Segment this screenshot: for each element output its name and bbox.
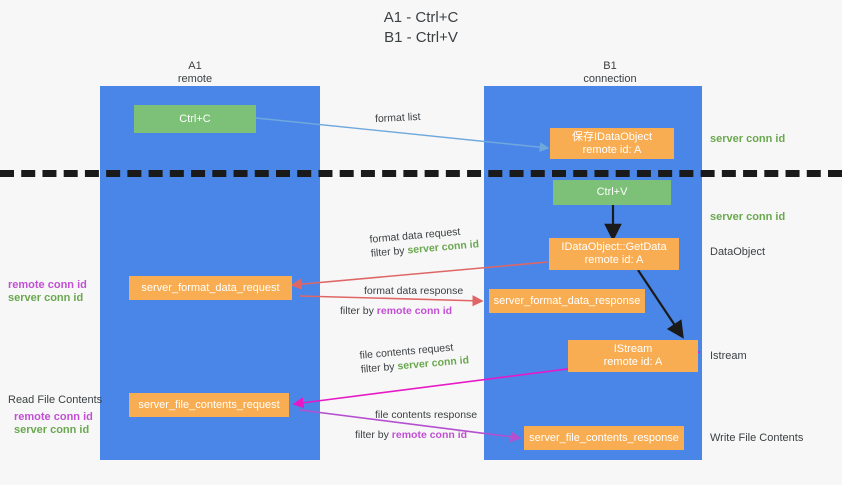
diagram-title: A1 - Ctrl+C B1 - Ctrl+V xyxy=(383,9,459,46)
edge-tag-remote-conn-id-4: remote conn id xyxy=(391,429,468,441)
box-ctrl-c[interactable]: Ctrl+C xyxy=(134,105,256,133)
label-left-format-server-conn-id: server conn id xyxy=(8,292,84,304)
edge-label-filter-prefix-3: filter by xyxy=(360,360,398,376)
edge-label-file-contents-response-line1: file contents response xyxy=(375,409,478,421)
edge-label-filter-prefix-2: filter by xyxy=(340,305,377,317)
label-server-conn-id-mid: server conn id xyxy=(710,211,786,223)
label-read-file-contents: Read File Contents xyxy=(8,394,103,406)
edge-label-format-data-response-line2: filter by remote conn id xyxy=(340,304,463,318)
arrow-getdata-to-istream xyxy=(637,269,684,339)
box-istream[interactable]: IStream remote id: A xyxy=(568,340,698,372)
arrow-file-contents-response xyxy=(299,409,522,443)
column-header-b1: B1 connection xyxy=(583,60,637,85)
arrow-format-data-response xyxy=(299,295,484,307)
box-server-file-contents-request[interactable]: server_file_contents_request xyxy=(129,393,289,417)
edge-label-filter-prefix-4: filter by xyxy=(355,429,392,441)
label-left-file-remote-conn-id: remote conn id xyxy=(14,411,93,423)
edge-tag-remote-conn-id-2: remote conn id xyxy=(376,305,453,317)
edge-label-filter-prefix-1: filter by xyxy=(370,244,408,260)
label-write-file-contents: Write File Contents xyxy=(710,432,804,444)
label-dataobject: DataObject xyxy=(710,246,766,258)
box-server-format-data-request[interactable]: server_format_data_request xyxy=(129,276,292,300)
box-ctrl-v[interactable]: Ctrl+V xyxy=(553,180,671,205)
edge-label-format-data-response: format data response filter by remote co… xyxy=(340,284,464,318)
box-server-file-contents-response[interactable]: server_file_contents_response xyxy=(524,426,684,450)
label-left-format-remote-conn-id: remote conn id xyxy=(8,279,87,291)
label-istream: Istream xyxy=(710,350,747,362)
box-idataobject-getdata[interactable]: IDataObject::GetData remote id: A xyxy=(549,238,679,270)
label-left-file-server-conn-id: server conn id xyxy=(14,424,90,436)
divider-dashed-line xyxy=(0,170,842,177)
column-header-a1: A1 remote xyxy=(177,60,213,85)
box-save-idataobject[interactable]: 保存IDataObject remote id: A xyxy=(550,128,674,159)
edge-label-format-list: format list xyxy=(374,110,421,126)
edge-label-file-contents-response-line2: filter by remote conn id xyxy=(355,428,477,442)
label-server-conn-id-top: server conn id xyxy=(710,133,786,145)
arrow-format-data-request xyxy=(290,261,549,290)
arrow-format-list xyxy=(255,117,550,153)
edge-label-format-data-response-line1: format data response xyxy=(364,285,464,297)
box-server-format-data-response[interactable]: server_format_data_response xyxy=(489,289,645,313)
edge-label-file-contents-response: file contents response filter by remote … xyxy=(355,408,477,442)
